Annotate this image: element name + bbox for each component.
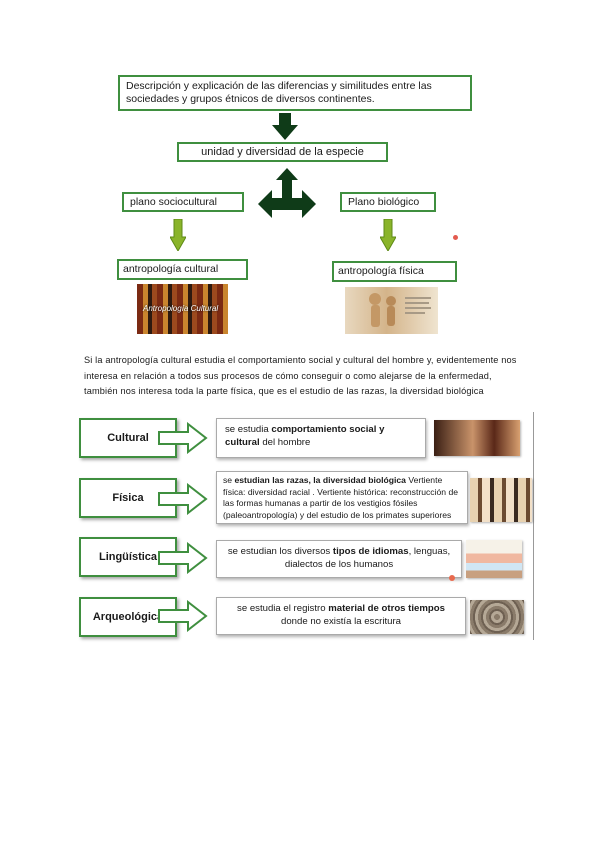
down-arrow-icon [272,113,298,140]
plano-biologico-box: Plano biológico [340,192,436,212]
branches-panel [76,412,534,640]
red-dot [449,575,455,581]
photo-caption: Antropología Cultural [143,304,219,313]
description-box: Descripción y explicación de las diferen… [118,75,472,111]
people-image [434,420,520,456]
antropologia-cultural-box: antropología cultural [117,259,248,280]
fisica-description: se estudian las razas, la diversidad bio… [216,471,468,524]
red-dot [453,235,458,240]
cultural-description: se estudia comportamiento social y cultu… [216,418,426,458]
antropologia-fisica-box: antropología física [332,261,457,282]
down-arrow-light-icon [170,219,186,251]
unidad-box: unidad y diversidad de la especie [177,142,388,162]
body-paragraph: Si la antropología cultural estudia el c… [84,355,517,396]
right-arrow-icon [158,542,208,574]
wooden-figures-image [345,287,438,334]
branch-arrow-icon [258,168,316,218]
cultural-label: Cultural [79,418,177,458]
down-arrow-light-icon [380,219,396,251]
arqueologica-description: se estudia el registro material de otros… [216,597,466,635]
linguistica-description: se estudian los diversos tipos de idioma… [216,540,462,578]
masks-image: Antropología Cultural [137,284,228,334]
right-arrow-icon [158,483,208,515]
faces-image [470,478,532,522]
right-arrow-icon [158,600,208,632]
speaking-people-image [466,540,522,578]
plano-sociocultural-box: plano sociocultural [122,192,244,212]
artifact-image [470,600,524,634]
right-arrow-icon [158,422,208,454]
